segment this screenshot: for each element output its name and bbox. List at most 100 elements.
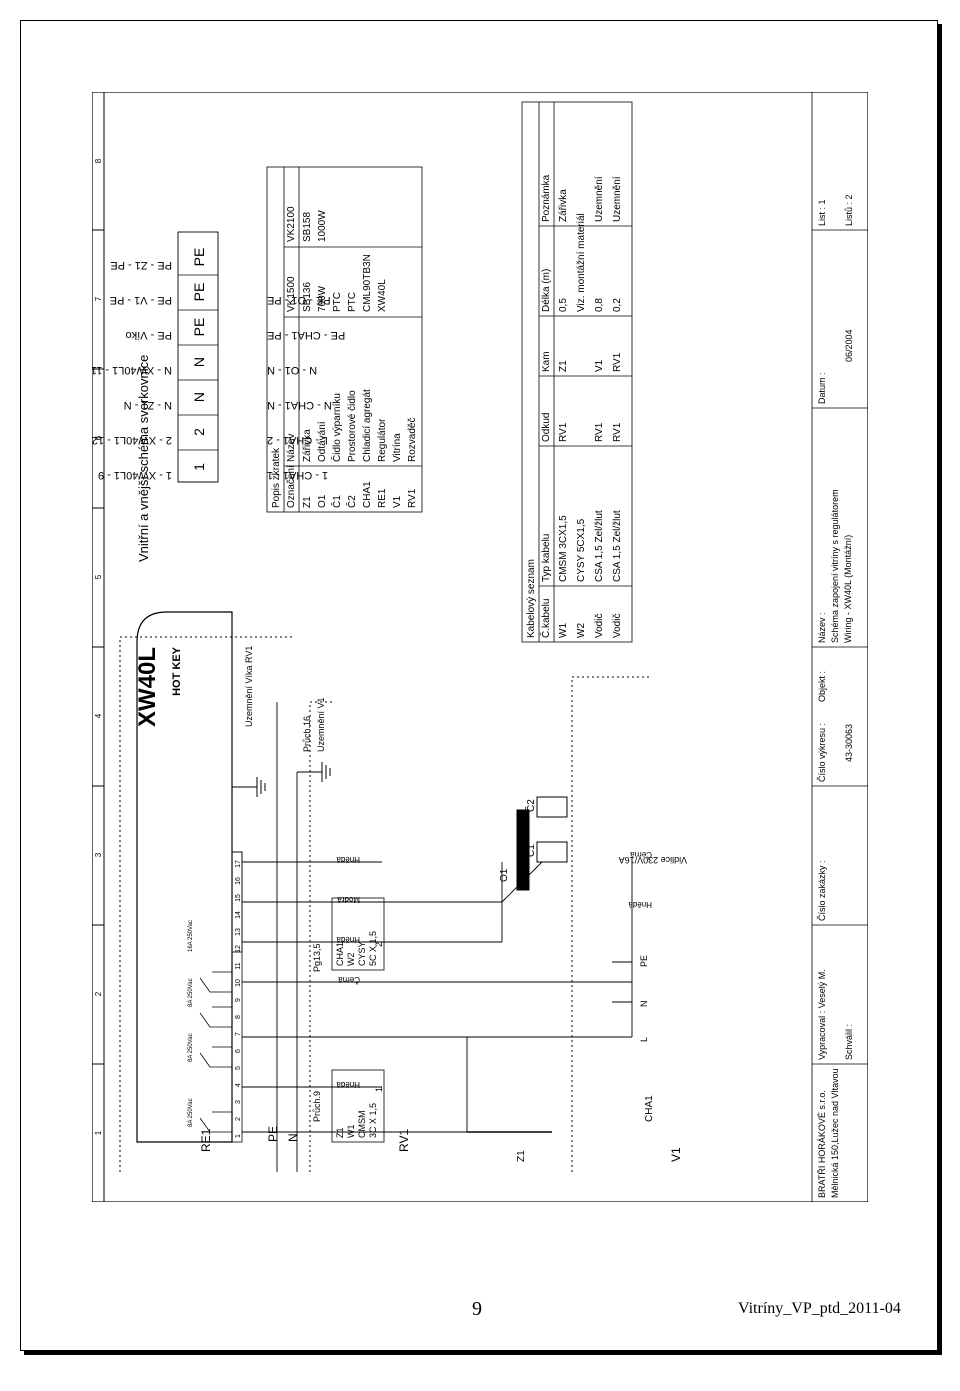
- terminal-number: 8: [235, 1015, 242, 1019]
- terminal-number: 9: [235, 998, 242, 1002]
- terminal-cell: PE: [191, 318, 207, 337]
- ground-icon: [232, 762, 331, 797]
- order-no-label: Číslo zakázky :: [817, 860, 827, 921]
- table-header: Poznámka: [541, 174, 552, 222]
- table-cell: CYSY 5CX1,5: [576, 518, 587, 582]
- relay-rating: 8A 250Vac: [188, 978, 194, 1007]
- terminal-mapping: L - CHA1 - 2: [267, 434, 328, 446]
- plug-pin: N: [639, 1001, 649, 1008]
- column-number: 5: [94, 574, 103, 579]
- table-cell: Zářivka: [302, 429, 313, 462]
- table-cell: Z1: [302, 496, 313, 508]
- sheet-number: List : 1: [817, 199, 827, 226]
- cable-tag-line: Z1: [335, 1127, 345, 1138]
- terminal-mapping: 1 - XW40L1 - 9: [98, 469, 172, 481]
- terminal-mapping: PE - Víko: [126, 329, 172, 341]
- date-label: Datum :: [817, 372, 827, 404]
- plug-rating: Vidlice 230V/16A: [619, 855, 687, 865]
- table-cell: CSA 1,5 Zel/žlut: [612, 510, 623, 582]
- enclosure-re1: [119, 636, 292, 1172]
- terminal-mapping: PE - Z1 - PE: [110, 259, 172, 271]
- column-number: 1: [94, 1130, 103, 1135]
- terminal-number: 7: [235, 1032, 242, 1036]
- table-cell: Z1: [558, 360, 569, 372]
- table-cell: CML90TB3N: [362, 254, 373, 312]
- table-header: Typ kabelu: [541, 534, 552, 582]
- diagram-title: Vnitřní a vnější schéma svorkovnice: [136, 355, 151, 562]
- table-cell: CSA 1,5 Zel/žlut: [594, 510, 605, 582]
- cable-tag: [331, 1069, 385, 1143]
- table-cell: Vodič: [612, 614, 623, 638]
- drawing-border: [92, 92, 868, 1202]
- wire-color: Modrá: [337, 895, 360, 904]
- title-block: [811, 92, 868, 1202]
- terminal-cell: N: [191, 392, 207, 402]
- terminal-number: 6: [235, 1049, 242, 1053]
- column-number: 2: [94, 991, 103, 996]
- terminal-cell: PE: [191, 283, 207, 302]
- table-cell: RV1: [612, 352, 623, 372]
- drawing-no-label: Číslo výkresu :: [817, 723, 827, 782]
- table-cell: Rozvaděč: [407, 418, 418, 462]
- table-cell: O1: [317, 494, 328, 508]
- table-cell: RV1: [612, 422, 623, 442]
- table-cell: W2: [576, 623, 587, 638]
- column-number: 7: [94, 296, 103, 301]
- table-header: Č.kabelu: [539, 599, 552, 638]
- name-label: Název :: [817, 612, 827, 643]
- table-cell: V1: [594, 359, 605, 372]
- terminal-mapping: PE - V1 - PE: [110, 294, 172, 306]
- table-cell: V1: [392, 495, 403, 508]
- table-cell: 1000W: [317, 210, 328, 242]
- cable-tag-line: W1: [346, 1125, 356, 1139]
- table-cell: Regulátor: [377, 418, 388, 462]
- table-cell: RV1: [407, 488, 418, 508]
- terminal-pin: 1: [374, 1087, 384, 1092]
- controller-logo: XW40L: [134, 647, 161, 727]
- table-header: Odkud: [541, 413, 552, 442]
- sheet-count: Listů : 2: [844, 194, 854, 226]
- name-line: Wiring - XW40L (Montážní): [843, 535, 853, 643]
- table-cell: CHA1: [362, 481, 373, 508]
- table-title: Popis zkratek: [271, 447, 282, 508]
- table-cell: SB136: [302, 282, 313, 312]
- column-ticks: [92, 229, 104, 1065]
- terminal-number: 11: [235, 962, 242, 969]
- terminal-mapping: N - XW40L1 - 11: [92, 364, 172, 376]
- ground-label: Průch.16: [302, 716, 312, 752]
- sensor-c1: [536, 841, 568, 863]
- terminal-strip: [177, 231, 219, 483]
- table-cell: Viz. montážní materiál: [576, 213, 587, 312]
- schematic-sheet: 1 2 3 4 5 6 7 8 Vnitřní a vnější schéma …: [92, 92, 868, 1202]
- terminal-number: 17: [235, 860, 242, 868]
- terminal-mapping: 1 - CHA1 - 1: [267, 469, 328, 481]
- table-cell: Uzemnění: [594, 176, 605, 222]
- terminal-number: 4: [235, 1083, 242, 1087]
- column-number: 8: [94, 158, 103, 163]
- hotkey-label: HOT KEY: [171, 646, 183, 696]
- table-cell: 0,8: [594, 298, 605, 312]
- table-cell: Chladicí agregát: [362, 389, 373, 462]
- page-number: 9: [472, 1298, 482, 1320]
- table-cell: RV1: [558, 422, 569, 442]
- table-cell: Čidlo výparníku: [330, 393, 343, 462]
- relay-contacts: [199, 971, 232, 1133]
- table-cell: 0,5: [558, 298, 569, 312]
- company-address: Mělnická 150,Lužec nad Vltavou: [830, 1068, 840, 1198]
- drawn-by: Vypracoval : Veselý M.: [817, 969, 827, 1060]
- terminal-cell: 2: [191, 428, 207, 436]
- wire-color: Černá: [630, 850, 652, 859]
- table-header: Délka (m): [541, 269, 552, 312]
- abbreviation-table: [266, 166, 423, 513]
- terminal-cell: N: [191, 357, 207, 367]
- terminal-mapping: N - O1 - N: [267, 364, 317, 376]
- terminal-number: 16: [235, 877, 242, 885]
- table-cell: Vitrína: [392, 433, 403, 462]
- cable-table: [521, 101, 633, 643]
- cable-gland: Pg13,5: [312, 943, 322, 972]
- date-value: 06/2004: [844, 329, 854, 362]
- terminal-number: 5: [235, 1066, 242, 1070]
- terminal-number: 3: [235, 1100, 242, 1104]
- component-label: Č1: [524, 844, 537, 857]
- table-cell: Zářivka: [558, 189, 569, 222]
